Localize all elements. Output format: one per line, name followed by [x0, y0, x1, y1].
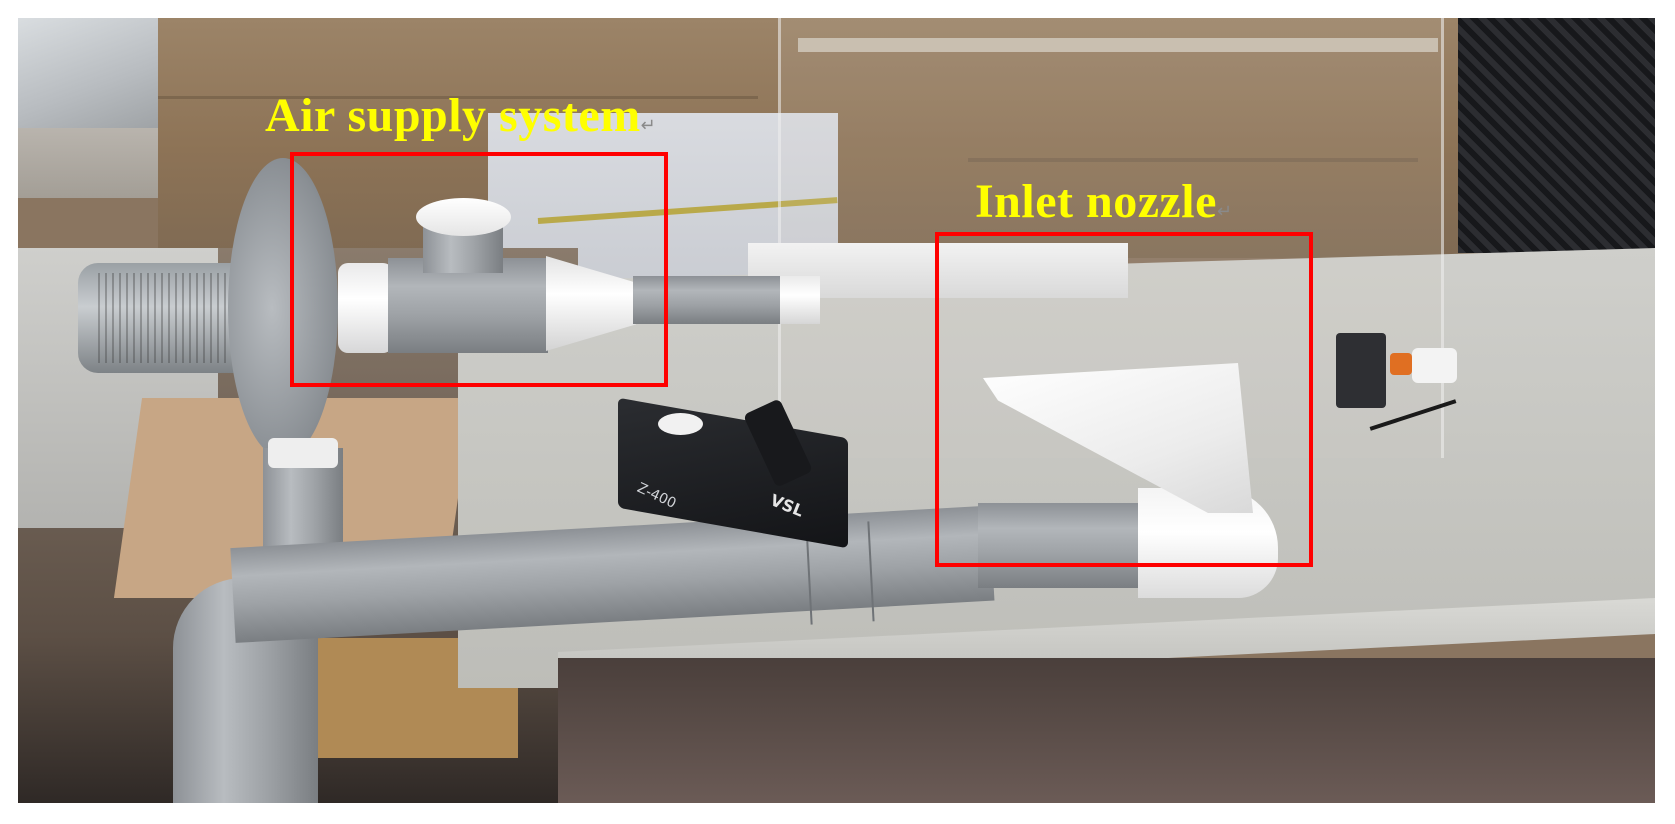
small-pipe [633, 276, 783, 324]
sensor-orange-part [1390, 353, 1412, 375]
box-seam [968, 158, 1418, 162]
blower-motor [78, 263, 253, 373]
centrifugal-blower-housing [228, 158, 338, 458]
paragraph-mark: ↵ [1216, 201, 1233, 221]
motor-cooling-fins [98, 273, 228, 363]
tee-fitting [388, 258, 548, 353]
window-background [18, 18, 158, 128]
acoustic-foam-wall [1458, 18, 1655, 253]
nozzle-feed-pipe [978, 503, 1148, 588]
box-seam [158, 96, 758, 99]
tee-cap [416, 198, 511, 236]
setup-photo: Z-400 VSL [18, 18, 1655, 803]
acrylic-chamber-top [798, 38, 1438, 52]
outlet-coupler [268, 438, 338, 468]
sensor-device [1336, 333, 1386, 408]
paragraph-mark: ↵ [640, 115, 657, 135]
air-supply-system-box [290, 152, 668, 387]
inlet-nozzle-box [935, 232, 1313, 567]
inlet-nozzle-text: Inlet nozzle [975, 175, 1217, 228]
air-supply-system-label: Air supply system↵ [265, 92, 656, 140]
inlet-nozzle-label: Inlet nozzle↵ [975, 178, 1233, 226]
sensor-holder [1412, 348, 1457, 383]
smoke-machine-cap [658, 413, 703, 435]
floor [558, 658, 1655, 803]
white-coupler [338, 263, 393, 353]
air-supply-system-text: Air supply system [265, 89, 641, 142]
small-pipe-coupler [780, 276, 820, 324]
window-ledge [18, 128, 168, 198]
